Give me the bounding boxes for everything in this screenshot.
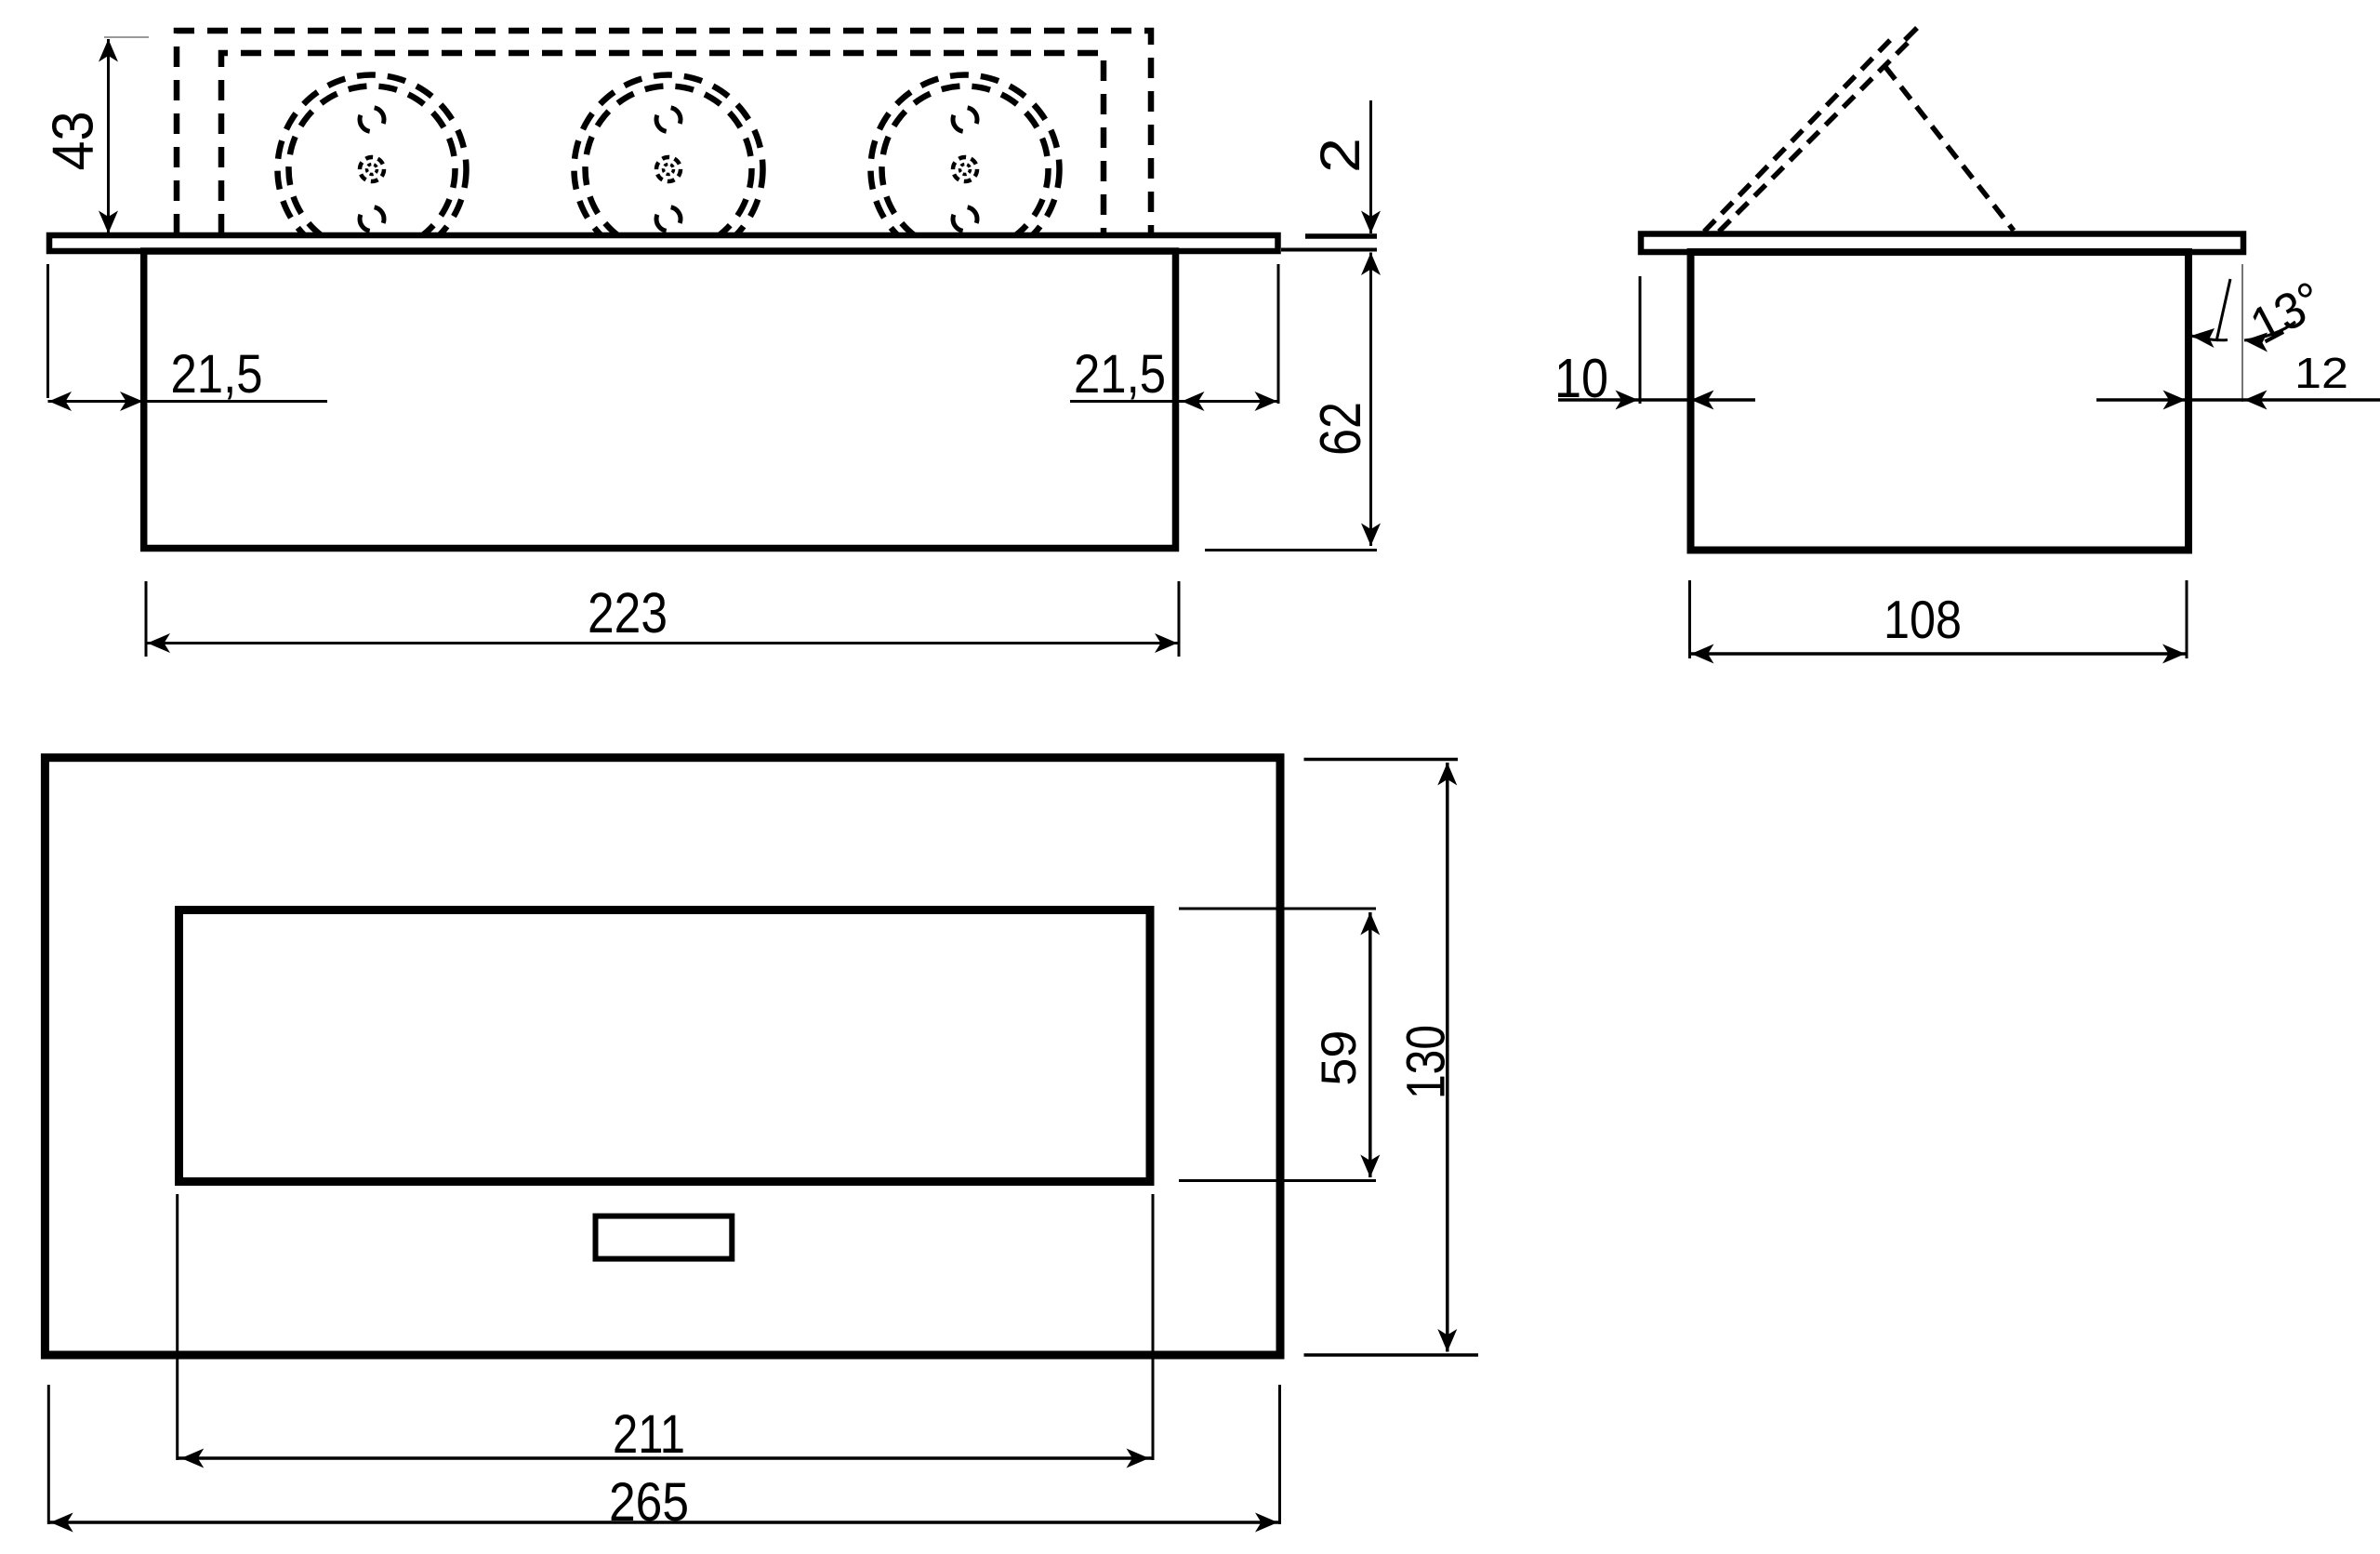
svg-text:130: 130 [1396,1025,1457,1099]
svg-text:265: 265 [609,1472,689,1533]
svg-text:59: 59 [1312,1030,1367,1086]
svg-text:211: 211 [613,1404,685,1465]
svg-text:43: 43 [42,112,106,171]
svg-text:223: 223 [588,581,668,644]
svg-text:108: 108 [1884,591,1962,650]
svg-text:21,5: 21,5 [1074,344,1166,405]
svg-text:10: 10 [1554,348,1608,409]
svg-text:62: 62 [1309,402,1373,456]
svg-text:12: 12 [2294,349,2348,397]
svg-text:2: 2 [1309,138,1371,173]
svg-text:21,5: 21,5 [171,344,263,405]
